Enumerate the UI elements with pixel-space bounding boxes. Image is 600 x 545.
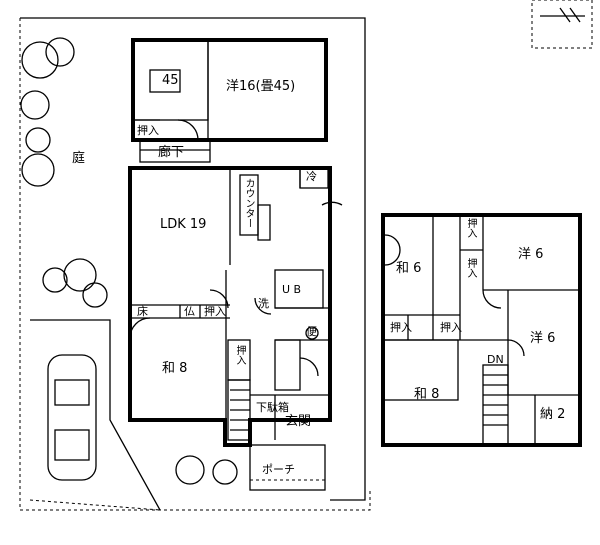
- room-label-washitsu8-1f: 和 8: [162, 361, 188, 376]
- room-label-oshiire-2f-a: 押入: [465, 218, 476, 238]
- room-label-oshiire-2f-d: 押入: [440, 321, 462, 334]
- room-label-genkan: 玄関: [285, 414, 312, 429]
- room-label-counter: カウンター: [243, 178, 254, 228]
- site-boundary-dashed: [19, 18, 371, 511]
- room-label-butsudan: 仏: [184, 305, 195, 318]
- room-label-oshiire-annex: 押入: [137, 124, 159, 137]
- annex-building: [131, 38, 328, 163]
- room-label-washitsu8-2f: 和 8: [414, 387, 440, 402]
- north-arrow-icon: [531, 0, 593, 49]
- main-house-2f: [381, 213, 582, 447]
- room-label-western6-a: 洋 6: [518, 247, 544, 262]
- room-label-oshiire-1f: 押入: [204, 305, 226, 318]
- porch: [249, 444, 326, 491]
- room-label-washitsu6-2f: 和 6: [396, 261, 422, 276]
- main-house-1f: [128, 166, 343, 447]
- room-label-toilet: 便: [306, 325, 317, 338]
- room-label-shoes: 下駄箱: [256, 401, 289, 414]
- room-label-garden: 庭: [72, 151, 86, 166]
- room-label-ldk: LDK 19: [160, 217, 207, 232]
- road-edge: [29, 499, 161, 511]
- room-label-corridor: 廊下: [158, 145, 185, 160]
- room-label-porch: ポーチ: [262, 463, 295, 476]
- room-label-western6-b: 洋 6: [530, 331, 556, 346]
- room-label-storage2: 納 2: [540, 407, 566, 422]
- tree-icon: [20, 37, 238, 485]
- room-label-fridge: 冷: [306, 170, 317, 183]
- room-label-down: DN: [487, 353, 504, 366]
- car-icon: [47, 354, 97, 481]
- room-label-tokonoma: 床: [137, 305, 148, 318]
- room-label-washroom: 洗: [258, 297, 269, 310]
- room-label-ub: U B: [282, 283, 302, 296]
- room-label-oshiire-stair: 押入: [234, 345, 245, 365]
- room-label-jo45: 45: [162, 73, 179, 88]
- room-label-western16: 洋16(畳45): [226, 79, 296, 94]
- driveway-outline: [30, 319, 161, 511]
- site-boundary: [20, 17, 366, 501]
- room-label-oshiire-2f-c: 押入: [390, 321, 412, 334]
- room-label-oshiire-2f-b: 押入: [465, 258, 476, 278]
